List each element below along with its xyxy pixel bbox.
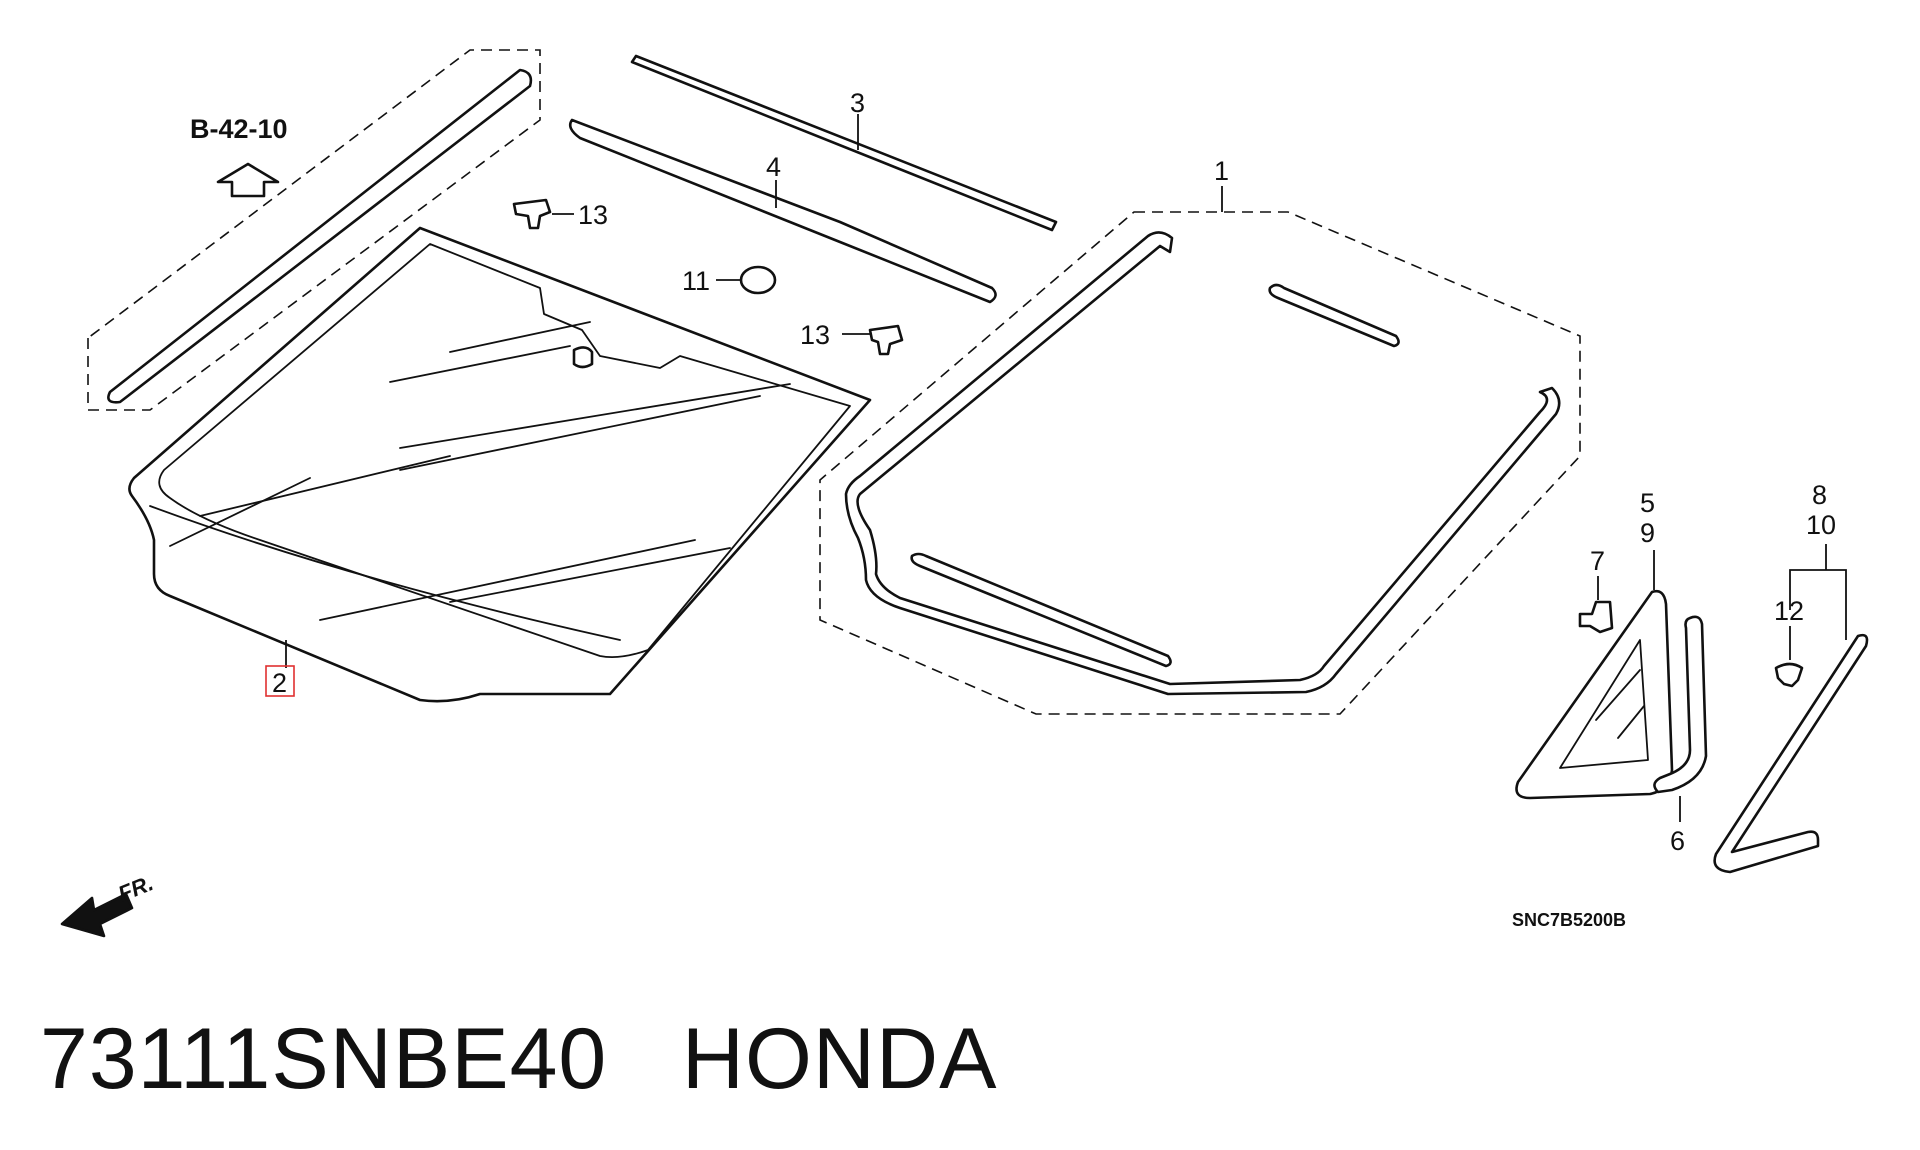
rain-sensor-mount bbox=[572, 346, 594, 369]
reflection-line bbox=[449, 321, 591, 353]
moulding-strip-8-10 bbox=[1713, 633, 1869, 874]
callout-13-top: 13 bbox=[578, 200, 608, 230]
callout-13-mid: 13 bbox=[800, 320, 830, 350]
callout-5: 5 bbox=[1640, 488, 1655, 518]
quarter-glass-inner bbox=[1559, 639, 1649, 769]
front-arrow-icon bbox=[60, 892, 134, 938]
moulding-strip-3 bbox=[630, 54, 1058, 232]
callout-4: 4 bbox=[766, 152, 781, 182]
reflection-line bbox=[319, 539, 696, 621]
reference-label: B-42-10 bbox=[190, 114, 288, 144]
part-number: 73111SNBE40 bbox=[40, 1011, 608, 1107]
callout-2: 2 bbox=[272, 668, 287, 698]
reflection-line bbox=[399, 383, 791, 449]
clip-13-mid bbox=[868, 324, 904, 356]
moulding-strip-top-left bbox=[107, 68, 533, 404]
windshield-sun-strip bbox=[149, 505, 621, 641]
callout-3: 3 bbox=[850, 88, 865, 118]
windshield-glass-2 bbox=[128, 226, 872, 703]
dashed-group-1 bbox=[819, 211, 1581, 715]
reflection-line bbox=[399, 395, 761, 471]
windshield-inner-edge bbox=[158, 243, 851, 659]
callout-6: 6 bbox=[1670, 826, 1685, 856]
up-arrow-icon bbox=[216, 162, 280, 198]
callout-10: 10 bbox=[1806, 510, 1836, 540]
reflection-line bbox=[389, 345, 571, 383]
callout-8: 8 bbox=[1812, 480, 1827, 510]
front-label: FR. bbox=[115, 870, 157, 906]
pad-11 bbox=[739, 265, 777, 295]
reflection-line bbox=[449, 547, 731, 603]
highlight-box bbox=[265, 665, 295, 697]
callout-12: 12 bbox=[1774, 596, 1804, 626]
dam-rubber-upper bbox=[844, 231, 1561, 696]
brand-name: HONDA bbox=[681, 1011, 998, 1107]
quarter-glass-reflection bbox=[1617, 705, 1645, 739]
clip-12 bbox=[1774, 662, 1804, 688]
moulding-strip-4 bbox=[568, 118, 997, 304]
quarter-glass-reflection bbox=[1595, 669, 1641, 721]
callout-11: 11 bbox=[682, 266, 710, 296]
callout-7: 7 bbox=[1590, 546, 1605, 576]
diagram-code: SNC7B5200B bbox=[1512, 910, 1626, 930]
callout-1: 1 bbox=[1214, 156, 1229, 186]
dashed-group-top-left bbox=[87, 49, 541, 411]
spacer-strip-top bbox=[1268, 283, 1400, 348]
clip-13-top bbox=[512, 198, 552, 230]
spacer-strip-bottom bbox=[910, 552, 1172, 668]
callout-9: 9 bbox=[1640, 518, 1655, 548]
bracket-8-10 bbox=[1789, 569, 1847, 640]
clip-7 bbox=[1578, 600, 1614, 634]
reflection-line bbox=[199, 455, 451, 517]
caption: 73111SNBE40 HONDA bbox=[40, 1010, 998, 1109]
side-moulding-6 bbox=[1653, 615, 1708, 794]
reflection-line bbox=[169, 477, 311, 547]
